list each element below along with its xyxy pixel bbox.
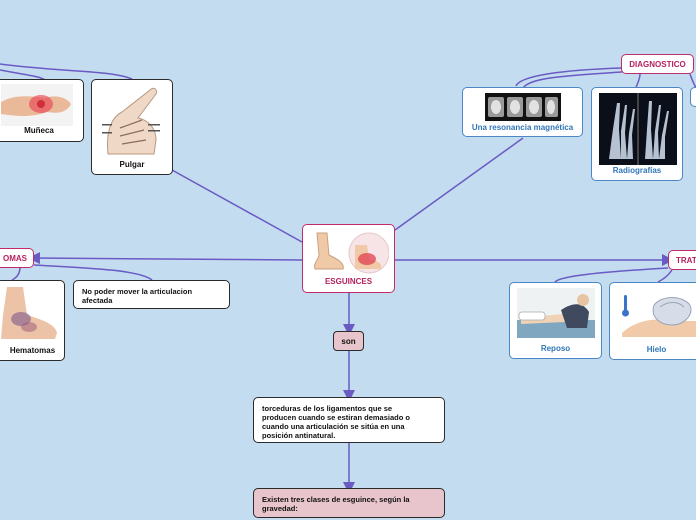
ankle-sprain-image	[309, 229, 389, 275]
node-reposo[interactable]: Reposo	[509, 282, 602, 359]
node-son-label: son	[341, 336, 356, 346]
node-esguinces-label: ESGUINCES	[324, 277, 373, 286]
mri-image	[485, 93, 561, 121]
link-zonas-top-1	[0, 63, 133, 80]
node-hielo[interactable]: Hielo	[609, 282, 696, 360]
link-tratamiento-reposo	[554, 267, 669, 283]
node-definicion[interactable]: torceduras de los ligamentos que se prod…	[253, 397, 445, 443]
link-diagnostico-resonancia	[522, 71, 623, 89]
node-sintomas-label: OMAS	[3, 253, 27, 263]
node-muneca[interactable]: Muñeca	[0, 79, 84, 142]
node-muneca-label: Muñeca	[24, 126, 54, 135]
node-no-poder-mover[interactable]: No poder mover la articulacion afectada	[73, 280, 230, 309]
node-no-poder-mover-text: No poder mover la articulacion afectada	[82, 287, 193, 305]
link-diagnostico-right	[689, 73, 696, 89]
node-diagnostico-partial[interactable]	[690, 87, 696, 107]
bruised-foot-image	[0, 285, 63, 343]
node-hielo-label: Hielo	[646, 345, 667, 354]
wrist-image	[1, 84, 73, 126]
node-pulgar-label: Pulgar	[119, 160, 145, 169]
link-zonas-diag	[515, 67, 623, 87]
node-clases-text: Existen tres clases de esguince, según l…	[262, 495, 410, 513]
node-son[interactable]: son	[333, 331, 364, 351]
rest-image	[517, 288, 595, 338]
node-pulgar[interactable]: Pulgar	[91, 79, 173, 175]
node-tratamiento[interactable]: TRAT	[668, 250, 696, 270]
node-hematomas[interactable]: Hematomas	[0, 280, 65, 361]
link-diagnostico-radiografias	[635, 73, 641, 89]
node-resonancia-label: Una resonancia magnética	[471, 123, 574, 132]
node-esguinces[interactable]: ESGUINCES	[302, 224, 395, 293]
link-sintomas-nopoder	[33, 264, 153, 281]
node-clases[interactable]: Existen tres clases de esguince, según l…	[253, 488, 445, 518]
node-resonancia[interactable]: Una resonancia magnética	[462, 87, 583, 137]
node-definicion-text: torceduras de los ligamentos que se prod…	[262, 404, 410, 440]
thumb-anatomy-image	[98, 84, 166, 156]
node-radiografias[interactable]: Radiografías	[591, 87, 683, 181]
link-esguinces-sintomas	[28, 252, 303, 265]
link-sintomas-hematomas	[11, 266, 21, 281]
ice-pack-image	[616, 287, 696, 339]
node-reposo-label: Reposo	[540, 344, 571, 353]
link-tratamiento-hielo	[657, 269, 673, 283]
xray-image	[599, 93, 677, 165]
node-sintomas[interactable]: OMAS	[0, 248, 34, 268]
node-tratamiento-label: TRAT	[676, 255, 696, 265]
node-hematomas-label: Hematomas	[9, 346, 56, 355]
node-radiografias-label: Radiografías	[612, 166, 662, 175]
link-esguinces-resonancia	[394, 137, 524, 231]
node-diagnostico[interactable]: DIAGNOSTICO	[621, 54, 694, 74]
link-esguinces-pulgar	[171, 169, 303, 243]
